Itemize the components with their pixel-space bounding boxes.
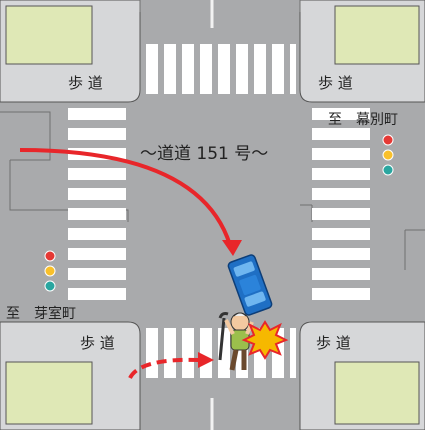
crosswalk-east bbox=[312, 108, 370, 300]
traffic-light-icon bbox=[382, 134, 394, 176]
traffic-light-icon bbox=[44, 250, 56, 292]
road-name-background bbox=[136, 138, 306, 166]
corner-bottom-left bbox=[0, 321, 141, 430]
car-path-arrow bbox=[19, 148, 242, 256]
grass-bottom-right bbox=[334, 361, 420, 425]
corner-bottom-right bbox=[299, 321, 425, 430]
grass-top-right bbox=[334, 5, 420, 65]
grass-top-left bbox=[5, 5, 93, 65]
crosswalk-north bbox=[146, 44, 296, 94]
car-icon bbox=[227, 254, 273, 316]
direction-label-east: 至 幕別町 bbox=[328, 112, 398, 128]
corner-top-left bbox=[0, 0, 141, 103]
elderly-pedestrian-icon bbox=[218, 312, 254, 371]
pedestrian-path-arrow bbox=[128, 352, 214, 380]
crosswalk-west bbox=[68, 108, 126, 300]
road-name: 〜道道 151 号〜 bbox=[140, 144, 268, 164]
sidewalk-label-bottom-right: 歩 道 bbox=[316, 334, 351, 352]
sidewalk-label-bottom-left: 歩 道 bbox=[80, 334, 115, 352]
direction-label-west: 至 芽室町 bbox=[6, 305, 76, 322]
grass-bottom-left bbox=[5, 361, 93, 425]
collision-burst-icon bbox=[241, 320, 289, 360]
sidewalk-label-top-left: 歩 道 bbox=[68, 74, 103, 92]
sidewalk-label-top-right: 歩 道 bbox=[318, 74, 353, 92]
corner-top-right bbox=[299, 0, 425, 103]
